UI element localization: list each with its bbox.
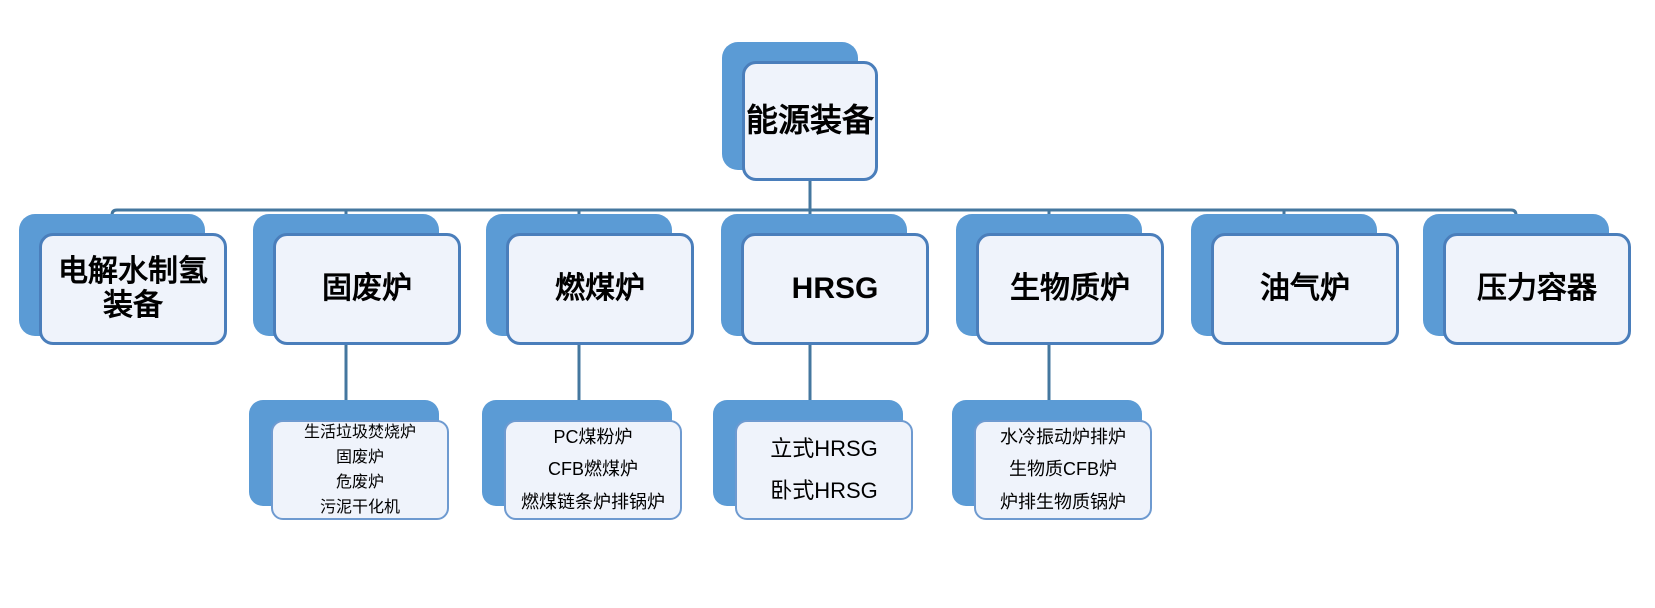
child-list-hrsg: 立式HRSG 卧式HRSG (713, 400, 915, 524)
child-list-card: 生活垃圾焚烧炉 固废炉 危废炉 污泥干化机 (271, 420, 449, 520)
list-item: 卧式HRSG (770, 478, 878, 503)
list-item: 生活垃圾焚烧炉 (303, 423, 416, 441)
branch-node-biomass: 生物质炉 (956, 214, 1166, 360)
child-list-card: 立式HRSG 卧式HRSG (735, 420, 913, 520)
branch-node-solid-waste: 固废炉 (253, 214, 463, 360)
child-list-card: 水冷振动炉排炉 生物质CFB炉 炉排生物质锅炉 (974, 420, 1152, 520)
child-list-biomass: 水冷振动炉排炉 生物质CFB炉 炉排生物质锅炉 (952, 400, 1154, 524)
branch-node-coal: 燃煤炉 (486, 214, 696, 360)
branch-node-label: 燃煤炉 (555, 272, 645, 306)
branch-node-label: 压力容器 (1477, 272, 1597, 306)
list-item: 燃煤链条炉排锅炉 (521, 491, 665, 512)
list-item: 炉排生物质锅炉 (1000, 491, 1126, 512)
branch-node-card: 固废炉 (273, 233, 461, 345)
branch-node-oil-gas: 油气炉 (1191, 214, 1401, 360)
branch-node-label: 固废炉 (322, 272, 412, 306)
list-item: 生物质CFB炉 (1009, 459, 1117, 480)
child-list-card: PC煤粉炉 CFB燃煤炉 燃煤链条炉排锅炉 (504, 420, 682, 520)
branch-node-card: 燃煤炉 (506, 233, 694, 345)
branch-node-card: 压力容器 (1443, 233, 1631, 345)
branch-node-label: 电解水制氢装备 (58, 255, 208, 322)
branch-node-pressure-vessel: 压力容器 (1423, 214, 1633, 360)
branch-node-electrolysis: 电解水制氢装备 (19, 214, 229, 360)
list-item: PC煤粉炉 (553, 426, 633, 447)
list-item: 水冷振动炉排炉 (1000, 426, 1126, 447)
list-item: CFB燃煤炉 (548, 459, 638, 480)
branch-node-label: HRSG (791, 272, 879, 306)
branch-node-card: 电解水制氢装备 (39, 233, 227, 345)
root-node-label: 能源装备 (745, 102, 874, 139)
root-node: 能源装备 (722, 42, 882, 184)
list-item: 危废炉 (335, 474, 384, 491)
list-item: 立式HRSG (770, 435, 878, 461)
root-node-card: 能源装备 (742, 61, 878, 181)
child-list-coal: PC煤粉炉 CFB燃煤炉 燃煤链条炉排锅炉 (482, 400, 684, 524)
branch-node-card: 生物质炉 (976, 233, 1164, 345)
child-list-solid-waste: 生活垃圾焚烧炉 固废炉 危废炉 污泥干化机 (249, 400, 451, 524)
list-item: 污泥干化机 (319, 499, 400, 517)
branch-node-card: HRSG (741, 233, 929, 345)
branch-node-label: 油气炉 (1260, 272, 1350, 306)
branch-node-label: 生物质炉 (1010, 272, 1130, 306)
branch-node-hrsg: HRSG (721, 214, 931, 360)
list-item: 固废炉 (335, 448, 384, 466)
branch-node-card: 油气炉 (1211, 233, 1399, 345)
